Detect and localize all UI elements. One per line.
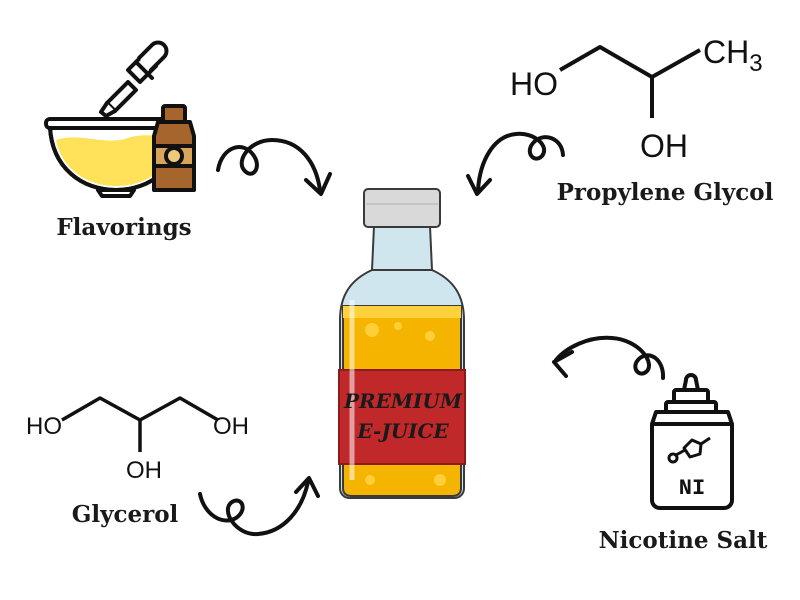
nicotine-salt-caption: Nicotine Salt bbox=[599, 527, 768, 554]
glycerol-oh-bottom-text: OH bbox=[126, 457, 162, 484]
e-juice-bottle bbox=[338, 188, 466, 499]
pg-oh-text: OH bbox=[640, 128, 688, 164]
glycerol-structure: HO OH OH bbox=[26, 396, 249, 484]
dropper-icon bbox=[99, 40, 169, 118]
vanilla-bottle-icon bbox=[152, 104, 196, 192]
glycerol-oh-right-text: OH bbox=[213, 413, 249, 440]
arrow-propylene-glycol-icon bbox=[466, 131, 565, 196]
bottle-label-band bbox=[338, 369, 466, 465]
pg-ho-text: HO bbox=[510, 66, 558, 102]
nicotine-bottle-icon bbox=[650, 373, 734, 510]
nicotine-bottle-text: NI bbox=[679, 476, 705, 501]
bottle-cap bbox=[363, 188, 441, 228]
flavorings-icon bbox=[44, 40, 196, 198]
glycerol-caption: Glycerol bbox=[72, 501, 179, 528]
arrow-flavorings-icon bbox=[216, 138, 332, 196]
bottle-label-line2: E-JUICE bbox=[356, 419, 449, 443]
flavorings-caption: Flavorings bbox=[56, 214, 191, 241]
propylene-glycol-structure: HO CH3 OH bbox=[510, 34, 763, 164]
arrow-glycerol-icon bbox=[198, 476, 320, 537]
bottle-label-line1: PREMIUM bbox=[343, 389, 463, 413]
arrow-nicotine-salt-icon bbox=[552, 335, 666, 380]
pg-ch3-text: CH3 bbox=[703, 34, 763, 77]
propylene-glycol-caption: Propylene Glycol bbox=[557, 179, 774, 206]
glycerol-ho-text: HO bbox=[26, 413, 62, 440]
